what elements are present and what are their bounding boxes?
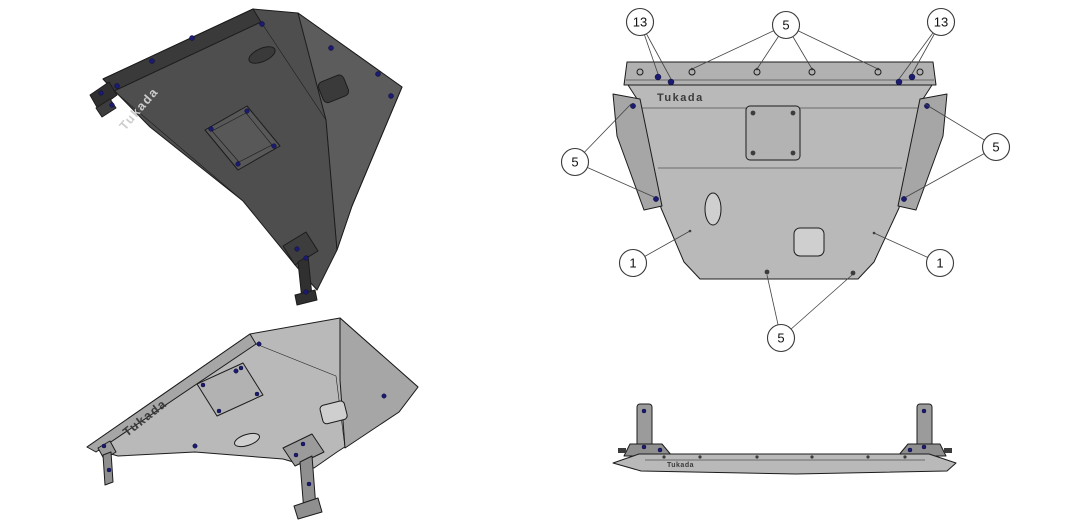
panel-bolt bbox=[216, 408, 222, 414]
left-side-wing bbox=[612, 93, 663, 211]
right-side-wing bbox=[897, 93, 948, 211]
access-panel-plate bbox=[196, 362, 264, 417]
panel-bolt bbox=[238, 365, 244, 371]
callout-balloon-13-left: 13 bbox=[625, 7, 655, 37]
plate-bolts bbox=[192, 341, 387, 449]
access-panel-plate bbox=[204, 105, 281, 171]
panel-bolt bbox=[244, 108, 250, 114]
bracket-bolt bbox=[293, 452, 299, 458]
leader-end-dots bbox=[688, 67, 880, 235]
bottom-mount-bracket bbox=[282, 433, 325, 520]
access-panel bbox=[745, 105, 801, 161]
bracket-plate bbox=[282, 231, 319, 266]
plate-profile bbox=[612, 453, 957, 475]
plan-view: Tukada bbox=[612, 61, 948, 280]
brand-logo: Tukada bbox=[667, 462, 694, 469]
panel-bolt bbox=[790, 150, 796, 156]
panel-bolt bbox=[200, 382, 206, 388]
rounded-square-hole bbox=[317, 74, 350, 104]
callout-label: 1 bbox=[629, 256, 636, 271]
flange-blue-bolts bbox=[654, 73, 916, 86]
left-mount-bracket bbox=[89, 81, 118, 118]
bend-line bbox=[255, 343, 346, 449]
panel-bolt bbox=[790, 110, 796, 116]
brand-logo: Tukada bbox=[657, 92, 704, 104]
access-panel-plate bbox=[745, 105, 801, 161]
bracket-bolt bbox=[294, 246, 300, 252]
callout-balloon-5-bottom: 5 bbox=[766, 323, 796, 353]
panel-bolt bbox=[750, 150, 756, 156]
access-panel bbox=[204, 105, 281, 171]
left-mount-post bbox=[618, 403, 673, 457]
panel-bolt bbox=[208, 126, 214, 132]
bracket-bolt bbox=[101, 443, 107, 449]
bend-line bbox=[260, 21, 338, 251]
iso-top-view: Tukada bbox=[89, 8, 403, 306]
bend-line bbox=[113, 90, 244, 202]
oval-slot-hole bbox=[234, 432, 260, 448]
callout-label: 5 bbox=[571, 155, 578, 170]
bottom-mount-bracket bbox=[282, 231, 319, 306]
callout-label: 5 bbox=[777, 331, 784, 346]
callout-balloon-5-top: 5 bbox=[771, 10, 801, 40]
callout-label: 1 bbox=[936, 256, 943, 271]
callout-balloon-5-left: 5 bbox=[560, 147, 590, 177]
callout-label: 5 bbox=[782, 18, 789, 33]
bracket-bolt bbox=[300, 441, 306, 447]
rounded-square-hole bbox=[319, 400, 348, 425]
profile-bolts bbox=[662, 455, 907, 459]
callout-balloon-1-right: 1 bbox=[925, 248, 955, 278]
bottom-bolt-holes bbox=[764, 269, 856, 276]
right-wing-facet bbox=[339, 317, 419, 449]
callout-balloons: 13 5 13 5 5 1 1 5 bbox=[560, 7, 1011, 353]
panel-bolt bbox=[750, 110, 756, 116]
rounded-square-hole bbox=[793, 227, 825, 257]
callout-label: 5 bbox=[992, 140, 999, 155]
oval-slot-hole bbox=[704, 192, 722, 226]
bracket-bolt bbox=[106, 467, 112, 473]
bracket-bolt bbox=[306, 481, 312, 487]
bracket-foot bbox=[897, 443, 947, 457]
bracket-plate bbox=[282, 433, 325, 467]
callout-balloon-1-left: 1 bbox=[618, 248, 648, 278]
side-bolt bbox=[944, 448, 952, 453]
callout-label: 13 bbox=[633, 15, 647, 30]
bracket-plate bbox=[89, 81, 118, 110]
flange-bolts bbox=[114, 21, 394, 99]
callout-balloon-13-right: 13 bbox=[926, 7, 956, 37]
iso-bottom-view: Tukada bbox=[86, 317, 419, 520]
panel-bolt bbox=[271, 143, 277, 149]
panel-bolt bbox=[254, 391, 260, 397]
callout-balloon-5-right: 5 bbox=[981, 132, 1011, 162]
left-mount-bracket bbox=[97, 440, 117, 486]
bracket-bolt bbox=[98, 90, 104, 96]
bracket-bolt bbox=[303, 255, 309, 261]
panel-bolt bbox=[235, 161, 241, 167]
side-bolt bbox=[618, 448, 626, 453]
bracket-bolt bbox=[109, 102, 115, 108]
bracket-foot bbox=[293, 497, 323, 520]
bracket-bolt bbox=[303, 289, 309, 295]
access-panel-outline bbox=[196, 362, 264, 417]
oval-slot-hole bbox=[248, 46, 276, 64]
right-mount-post bbox=[897, 403, 952, 457]
front-view: Tukada bbox=[612, 403, 957, 475]
front-flange-bar bbox=[623, 61, 937, 86]
callout-label: 13 bbox=[934, 15, 948, 30]
